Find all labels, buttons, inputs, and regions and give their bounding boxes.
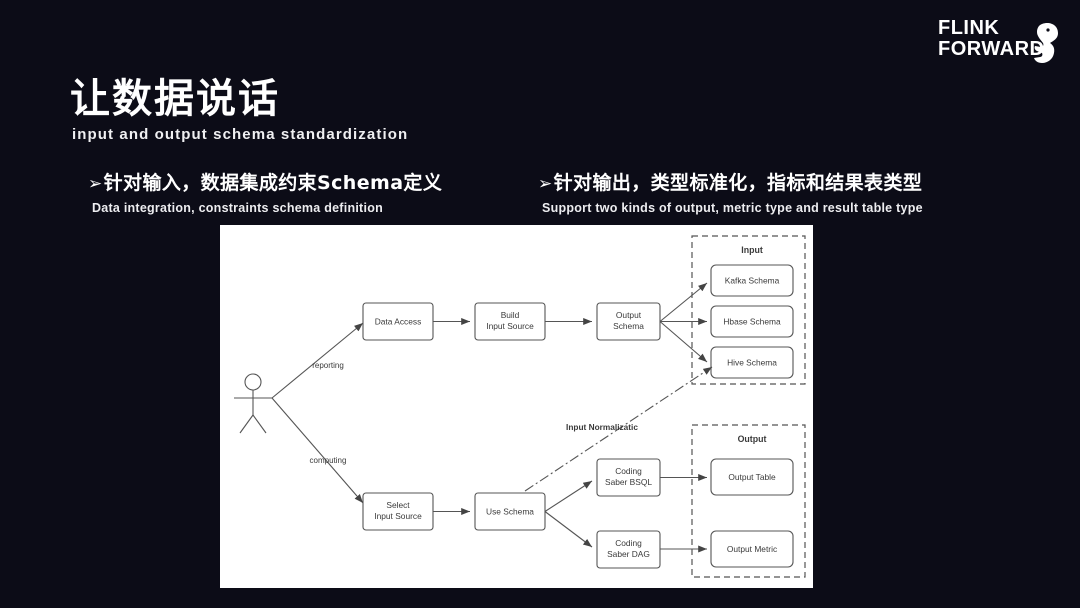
label-select-l2: Input Source bbox=[374, 511, 422, 521]
edge-output-to-kafka bbox=[659, 282, 708, 322]
edge-computing bbox=[271, 397, 364, 504]
bullet-input: ➢针对输入，数据集成约束Schema定义 Data integration, c… bbox=[88, 168, 442, 215]
label-group-output: Output bbox=[738, 434, 767, 444]
label-output-schema-l1: Output bbox=[616, 310, 642, 320]
label-dag-l1: Coding bbox=[615, 538, 642, 548]
bullet-input-en: Data integration, constraints schema def… bbox=[92, 201, 383, 215]
bullet-marker-icon: ➢ bbox=[538, 174, 553, 194]
flink-forward-logo: FLINK FORWARD bbox=[938, 18, 1058, 70]
node-hbase-schema[interactable] bbox=[710, 305, 794, 338]
label-edge-normalization: Input Normalizatic bbox=[566, 422, 638, 432]
schema-flow-diagram: Data Access Build Input Source Output Sc… bbox=[234, 235, 806, 578]
group-output bbox=[691, 424, 806, 578]
bullet-output-cn: ➢针对输出，类型标准化，指标和结果表类型 bbox=[538, 168, 923, 195]
bullet-input-cn: ➢针对输入，数据集成约束Schema定义 bbox=[88, 168, 442, 195]
node-kafka-schema[interactable] bbox=[710, 264, 794, 297]
label-output-metric: Output Metric bbox=[727, 544, 777, 554]
node-output-table[interactable] bbox=[710, 458, 794, 496]
label-build-l1: Build bbox=[501, 310, 520, 320]
label-group-input: Input bbox=[741, 245, 763, 255]
label-select-l1: Select bbox=[386, 500, 410, 510]
logo-line-2: FORWARD bbox=[938, 38, 1045, 60]
label-dag-l2: Saber DAG bbox=[607, 549, 650, 559]
node-output-metric[interactable] bbox=[710, 530, 794, 568]
label-edge-computing: computing bbox=[310, 456, 347, 465]
bullet-output: ➢针对输出，类型标准化，指标和结果表类型 Support two kinds o… bbox=[538, 168, 923, 215]
label-build-l2: Input Source bbox=[486, 321, 534, 331]
label-data-access: Data Access bbox=[375, 317, 422, 327]
label-hive-schema: Hive Schema bbox=[727, 358, 777, 368]
bullet-output-cn-text: 针对输出，类型标准化，指标和结果表类型 bbox=[553, 172, 923, 194]
bullet-output-en: Support two kinds of output, metric type… bbox=[542, 201, 923, 215]
squirrel-icon bbox=[1034, 23, 1058, 63]
edge-use-to-bsql bbox=[544, 480, 593, 512]
page-subtitle: input and output schema standardization bbox=[72, 126, 409, 143]
page-title: 让数据说话 bbox=[70, 76, 280, 122]
label-edge-reporting: reporting bbox=[312, 361, 344, 370]
label-bsql-l2: Saber BSQL bbox=[605, 477, 652, 487]
bullet-marker-icon: ➢ bbox=[88, 174, 103, 194]
label-output-table: Output Table bbox=[728, 472, 776, 482]
label-bsql-l1: Coding bbox=[615, 466, 642, 476]
edge-output-to-hive bbox=[659, 321, 708, 363]
label-hbase-schema: Hbase Schema bbox=[723, 317, 781, 327]
user-actor-icon bbox=[234, 373, 272, 434]
label-output-schema-l2: Schema bbox=[613, 321, 644, 331]
edge-reporting bbox=[271, 322, 364, 399]
bullet-input-cn-text: 针对输入，数据集成约束Schema定义 bbox=[103, 172, 443, 194]
edge-input-normalization bbox=[524, 366, 713, 492]
label-use-schema: Use Schema bbox=[486, 507, 534, 517]
node-hive-schema[interactable] bbox=[710, 346, 794, 379]
logo-line-1: FLINK bbox=[938, 17, 1000, 39]
edge-use-to-dag bbox=[544, 511, 593, 548]
diagram-panel: Data Access Build Input Source Output Sc… bbox=[220, 225, 813, 588]
label-kafka-schema: Kafka Schema bbox=[725, 276, 780, 286]
